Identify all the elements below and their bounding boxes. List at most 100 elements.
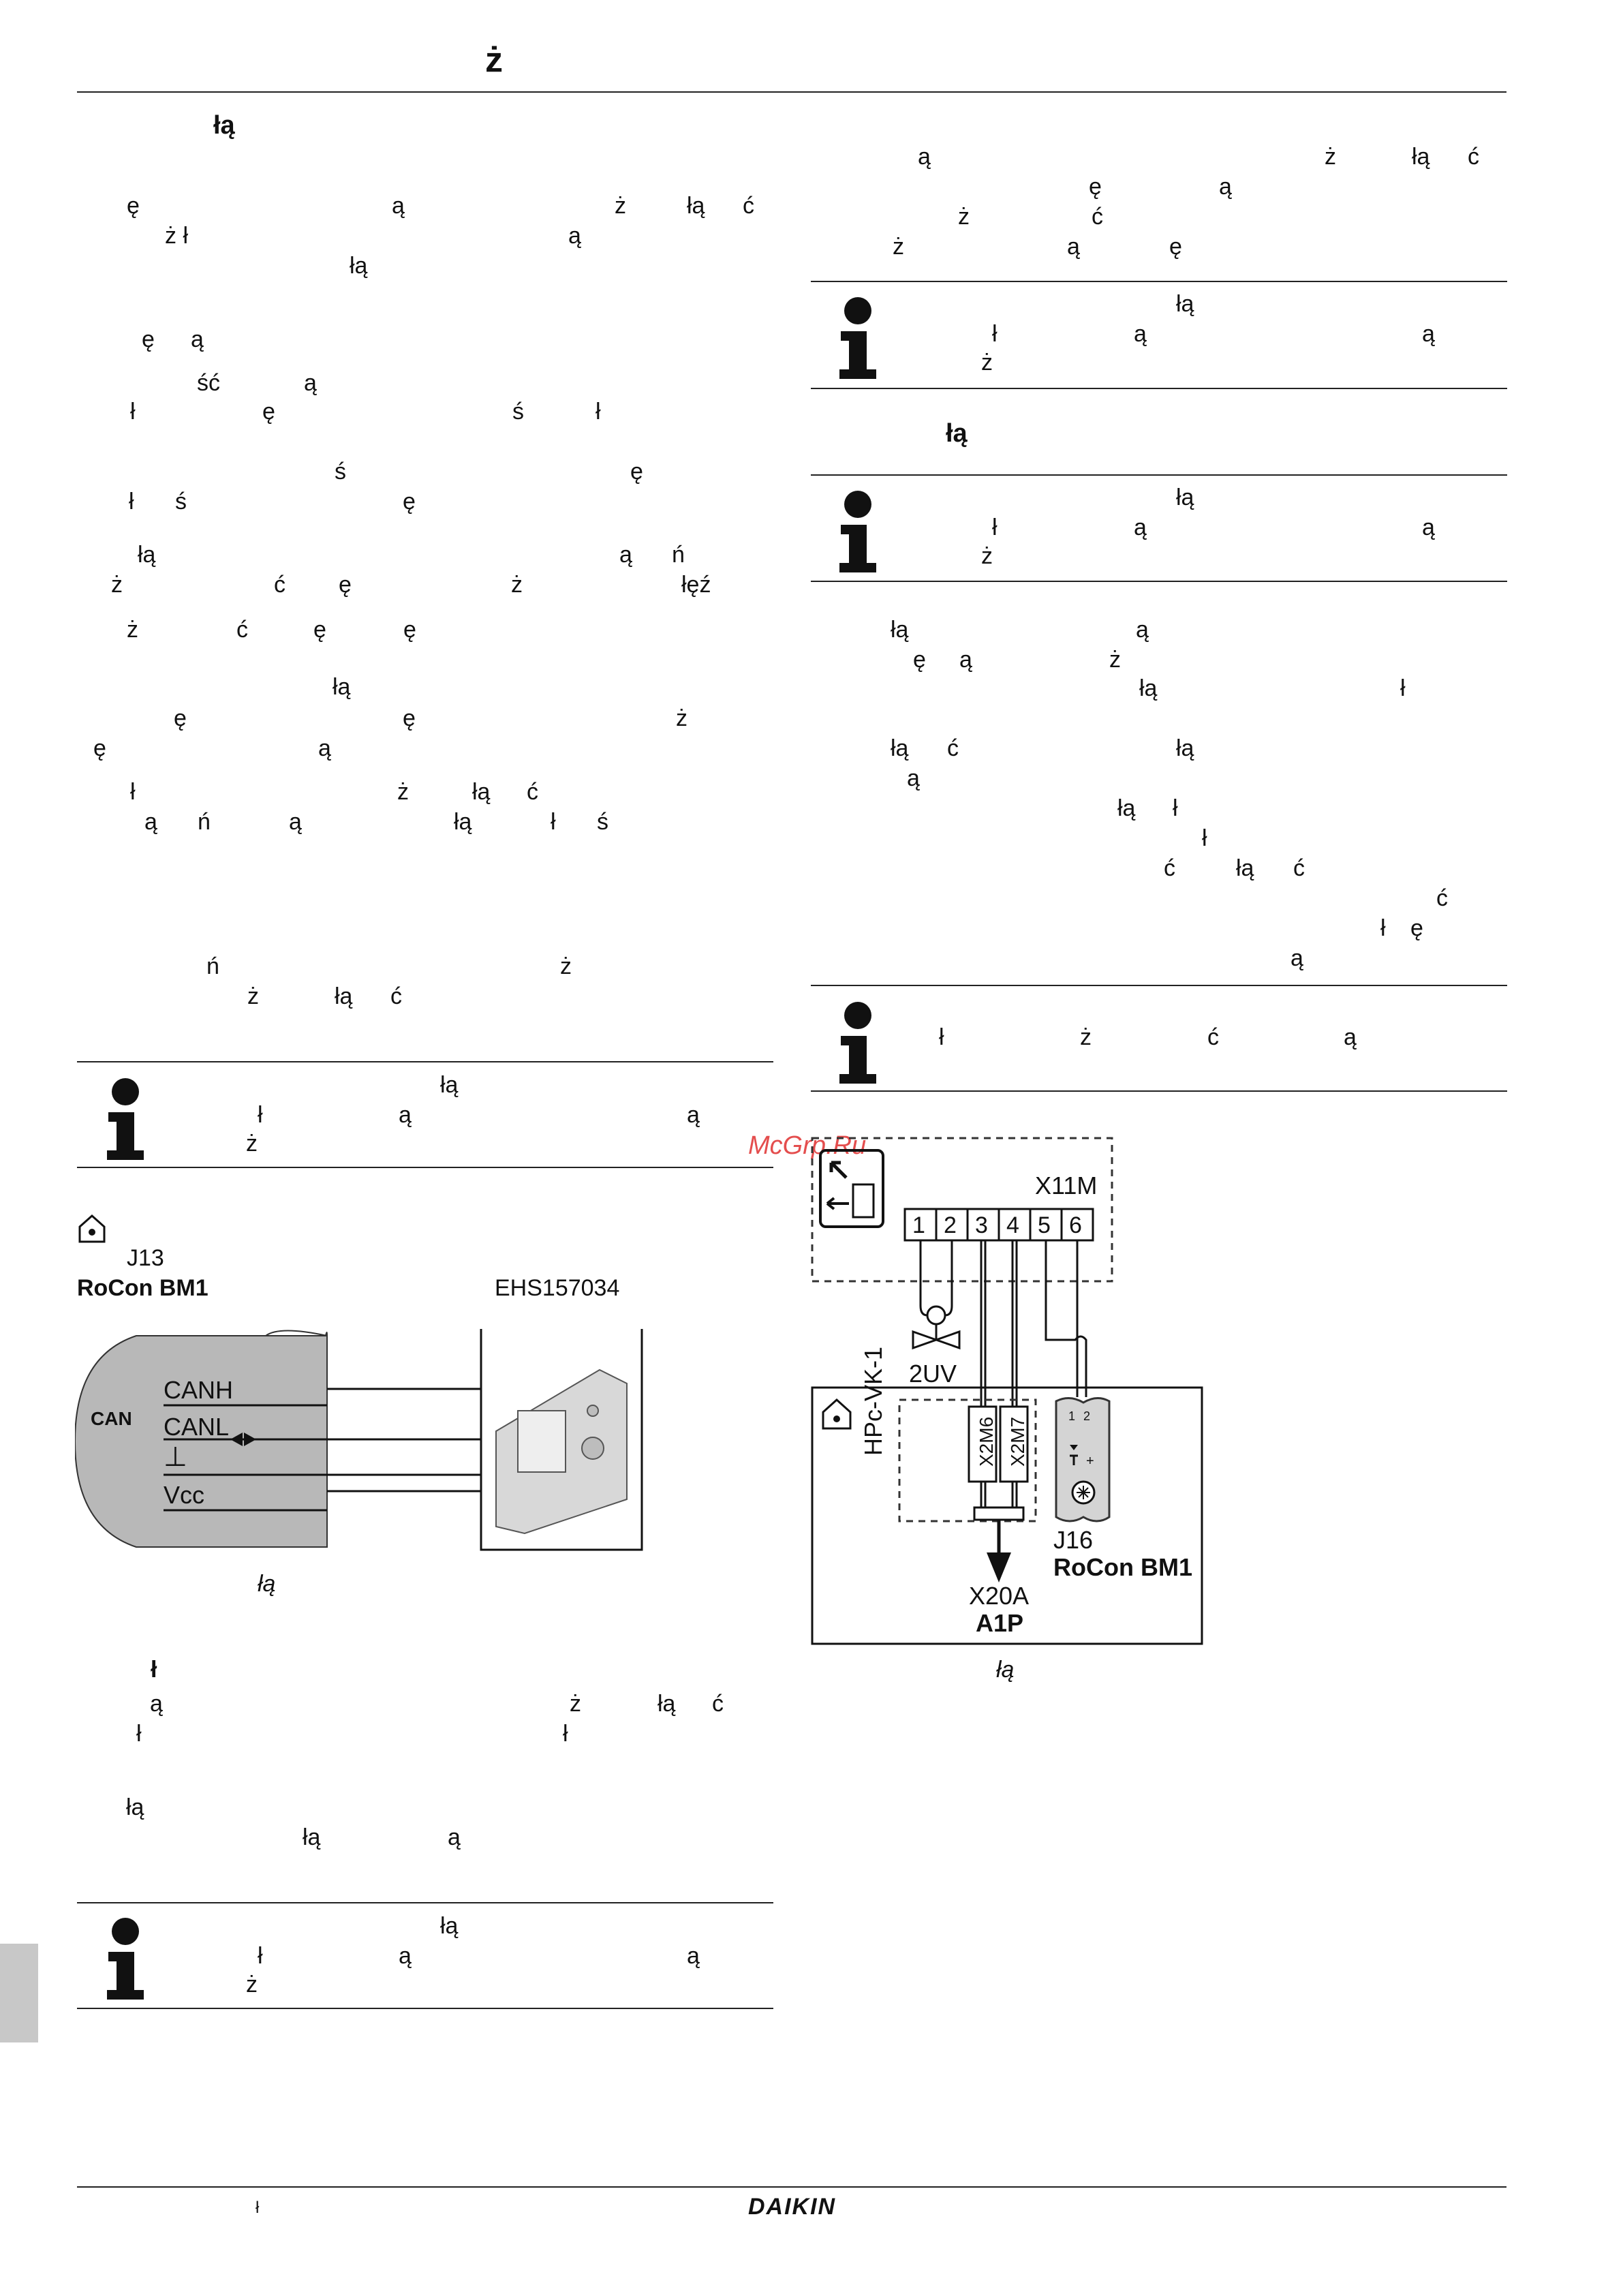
note-rule-top [811,474,1507,476]
side-tab [0,1944,38,2042]
text-fragment: łą [138,542,156,568]
j13-label: J13 [127,1245,164,1271]
text-fragment: ą [318,735,331,761]
note-rule-bottom [811,581,1507,582]
vcc-label: Vcc [164,1481,205,1509]
text-fragment: ć [947,735,959,761]
text-fragment: łą [658,1691,676,1717]
text-fragment: ś [175,489,187,515]
text-fragment: łą [1236,855,1254,881]
text-fragment: ę [174,705,187,731]
note-text: ł [992,515,998,540]
text-fragment: ą [191,326,204,352]
right-section-heading: łą [946,419,968,448]
text-fragment: ą [392,193,405,219]
note-text: ą [1422,515,1435,540]
text-fragment: ę [339,572,352,598]
text-fragment: łą [1117,795,1136,821]
footer-left-text: ł [256,2199,260,2217]
text-fragment: ą [150,1691,163,1717]
note-rule-top [811,281,1507,282]
svg-text:+: + [1086,1454,1094,1469]
note-text: ł [258,1943,263,1969]
watermark: McGrp.Ru [748,1131,867,1160]
text-fragment: ą [304,370,317,396]
house-icon [78,1214,106,1243]
text-fragment: ć [712,1691,724,1717]
info-icon [107,1078,144,1160]
text-fragment: ę [1169,234,1182,260]
text-fragment: łą [891,617,909,643]
text-fragment: łą [335,983,353,1009]
text-fragment: łą [687,193,705,219]
text-fragment: ć [274,572,285,598]
note-text: ą [1134,321,1147,347]
note-rule-top [811,985,1507,986]
j16-label: J16 [1053,1526,1094,1554]
terminal-2: 2 [944,1212,957,1238]
text-fragment: ę [403,489,416,515]
note-text: ł [992,321,998,347]
text-fragment: łą [126,1794,144,1820]
text-fragment: łą [350,253,368,279]
text-fragment: ę [93,735,106,761]
text-fragment: ć [1468,144,1479,170]
text-fragment: ż [111,572,123,598]
header-rule [77,91,1506,93]
can-diagram [75,1329,643,1551]
x2m6-label: X2M6 [976,1416,997,1467]
note-text: łą [1176,485,1194,510]
uv-label: 2UV [909,1360,957,1388]
rocon-bm1-label: RoCon BM1 [1053,1553,1192,1581]
text-fragment: ą [448,1824,461,1850]
text-fragment: ł [136,1721,142,1747]
text-fragment: ł [1400,675,1406,701]
text-fragment: ć [743,193,754,219]
note-text: ż [246,1972,258,1997]
text-fragment: ć [1164,855,1175,881]
text-fragment: ł [1173,795,1178,821]
info-icon [839,491,876,572]
note-rule-bottom [77,1167,773,1168]
text-fragment: ż [676,705,687,731]
text-fragment: ł [130,399,136,425]
text-fragment: ś [597,809,608,835]
terminal-4: 4 [1006,1212,1019,1238]
text-fragment: ń [672,542,685,568]
text-fragment: łą [303,1824,321,1850]
text-fragment: ę [127,193,140,219]
text-fragment: ą [289,809,302,835]
note-rule-bottom [77,2008,773,2009]
note-text: ą [399,1943,412,1969]
diagram-caption: łą [996,1657,1015,1683]
text-fragment: ą [568,223,581,249]
svg-text:1: 1 [1068,1409,1075,1423]
left-section-heading: łą [213,111,235,140]
x11m-label: X11M [1035,1172,1098,1199]
text-fragment: łą [1412,144,1430,170]
x2m7-label: X2M7 [1007,1416,1028,1467]
text-fragment: łą [891,735,909,761]
text-fragment: łą [333,674,351,700]
canl-label: CANL [164,1413,230,1441]
text-fragment: ł [596,399,601,425]
text-fragment: ć [390,983,402,1009]
text-fragment: łą [1139,675,1158,701]
text-fragment: łęź [681,572,711,598]
note-rule-top [77,1061,773,1062]
text-fragment: ż [1325,144,1336,170]
daikin-logo: DAIKIN [748,2194,837,2220]
note-rule-bottom [811,388,1507,389]
info-icon [839,1002,876,1084]
hpc-label: HPc-VK-1 [859,1346,887,1456]
text-fragment: ś [335,459,346,485]
info-icon [107,1918,144,2000]
terminal-1: 1 [912,1212,925,1238]
note-text: ż [246,1131,258,1157]
text-fragment: ę [142,326,155,352]
text-fragment: ą [1067,234,1080,260]
info-icon [839,297,876,379]
text-fragment: ą [144,809,157,835]
text-fragment: ś [512,399,524,425]
text-fragment: ą [1219,174,1232,200]
